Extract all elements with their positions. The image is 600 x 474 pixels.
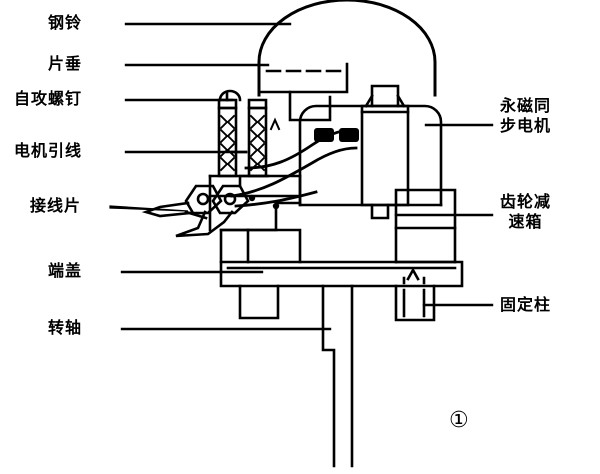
rotating-shaft: [321, 284, 354, 468]
label-striker-plate: 片垂: [48, 54, 83, 73]
self-tapping-screw-left: [217, 98, 238, 178]
left-frame-bracket: [219, 201, 302, 264]
label-fixing-post: 固定柱: [500, 295, 551, 315]
fixing-post: [394, 276, 436, 322]
label-rotating-shaft: 转轴: [48, 318, 83, 337]
end-cap-boss: [238, 284, 280, 320]
label-motor-lead: 电机引线: [14, 141, 83, 160]
gear-reduction-box: [370, 188, 457, 264]
motor-inner-core: [360, 110, 410, 207]
label-gear-reducer: 齿轮减 速箱: [500, 192, 551, 232]
label-self-tapping-screw: 自攻螺钉: [14, 89, 83, 108]
striker-plate: [257, 62, 349, 94]
leader-lines-right: [394, 123, 494, 307]
leader-lines-left: [120, 22, 332, 331]
connector-blocks: [314, 128, 359, 142]
label-pm-sync-motor-line1: 永磁同: [500, 96, 552, 115]
motor-top-shaft: [360, 84, 410, 114]
label-end-cap: 端盖: [48, 261, 83, 280]
figure-number: ①: [449, 408, 469, 433]
label-gear-reducer-line1: 齿轮减: [500, 192, 552, 211]
leader-line-terminal-lug: [109, 205, 189, 212]
self-tapping-screw-right: [247, 98, 268, 178]
end-cap-plate: [219, 260, 464, 288]
screw-arrow-marker: [269, 117, 281, 131]
wire-solder-points: [248, 194, 280, 210]
terminal-lug-group: [141, 184, 250, 238]
bell-dome-outline: [257, 0, 437, 97]
label-pm-sync-motor-line2: 步电机: [500, 116, 552, 135]
label-pm-sync-motor: 永磁同 步电机: [500, 96, 551, 136]
screw-head-caps: [218, 89, 242, 102]
label-terminal-lug: 接线片: [30, 196, 82, 215]
label-bell: 钢铃: [48, 13, 83, 32]
bell-stem: [288, 90, 332, 122]
label-fixing-post-line1: 固定柱: [500, 295, 552, 314]
label-gear-reducer-line2: 速箱: [508, 212, 543, 231]
lug-bracket: [238, 174, 270, 188]
